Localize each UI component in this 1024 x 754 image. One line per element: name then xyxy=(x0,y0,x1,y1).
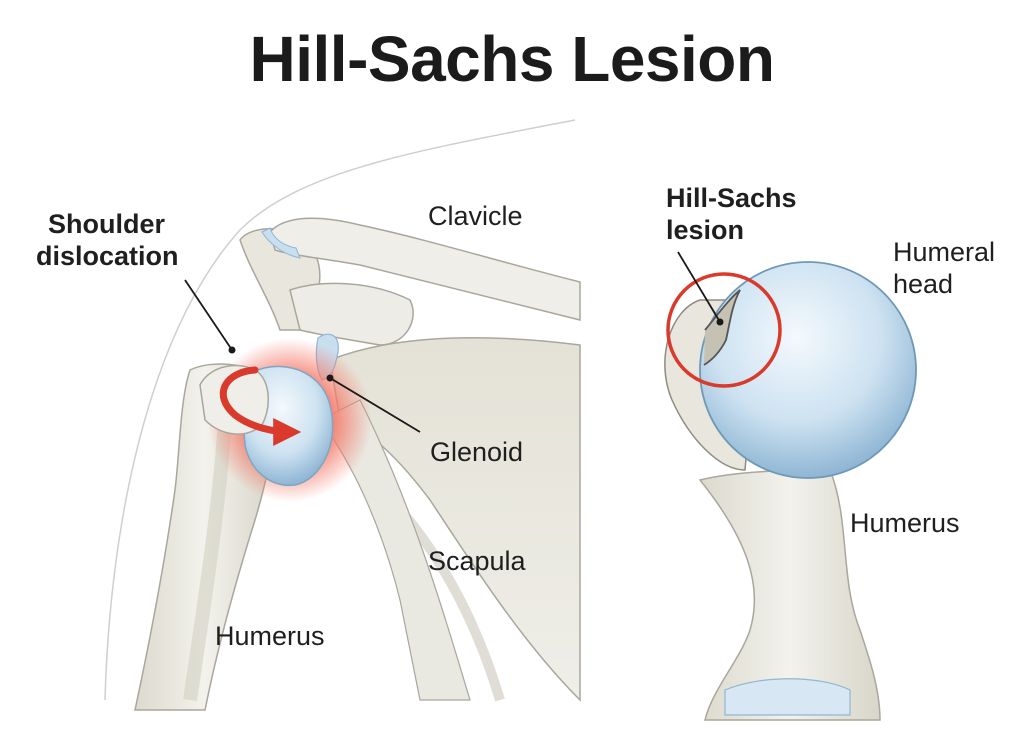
page-title: Hill-Sachs Lesion xyxy=(249,23,775,95)
scapula-neck xyxy=(319,399,471,701)
scapula-bone xyxy=(329,337,581,702)
leader-hill-sachs xyxy=(677,251,721,323)
dislocation-arrow xyxy=(219,366,302,446)
label-hill-sachs-1: Hill-Sachs xyxy=(666,183,797,213)
label-scapula: Scapula xyxy=(428,546,526,576)
coracoid-bone xyxy=(289,282,414,346)
label-clavicle: Clavicle xyxy=(428,201,523,231)
label-shoulder-dislocation-2: dislocation xyxy=(36,241,179,271)
label-humerus-left: Humerus xyxy=(215,621,325,651)
body-outline xyxy=(104,119,576,701)
label-hill-sachs-2: lesion xyxy=(666,215,745,245)
hill-sachs-defect xyxy=(703,289,741,366)
leader-dot-shoulder xyxy=(228,346,236,354)
label-humeral-head-1: Humeral xyxy=(893,237,996,267)
greater-tuberosity-left xyxy=(199,364,269,435)
clavicle-bone xyxy=(269,217,581,321)
ac-joint-cartilage xyxy=(261,227,301,259)
leader-shoulder-dislocation xyxy=(184,279,233,351)
lesion-highlight-circle xyxy=(666,272,782,388)
leader-dot-glenoid xyxy=(326,374,334,382)
leader-glenoid xyxy=(329,377,421,433)
label-glenoid: Glenoid xyxy=(430,437,524,467)
leader-dot-hill-sachs xyxy=(716,318,724,326)
label-shoulder-dislocation-1: Shoulder xyxy=(48,209,166,239)
label-humeral-head-2: head xyxy=(893,269,954,299)
panel-gap xyxy=(582,110,642,750)
distal-cartilage xyxy=(724,678,851,716)
label-humerus-right: Humerus xyxy=(850,508,960,538)
humeral-head xyxy=(699,261,917,479)
